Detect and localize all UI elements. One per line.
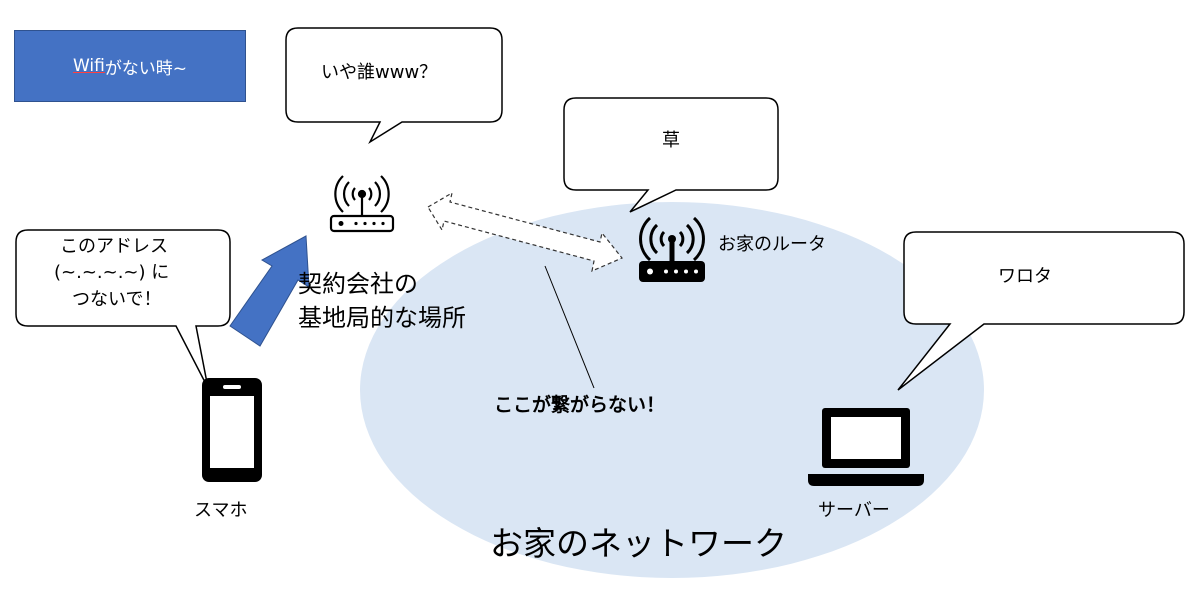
bubble-company-text: いや誰www？ bbox=[321, 62, 438, 83]
router-icon bbox=[329, 175, 395, 233]
router-icon bbox=[639, 216, 705, 282]
double-arrow-icon bbox=[427, 191, 623, 273]
title-box: Wifi がない時~ bbox=[14, 30, 246, 102]
phone-label: スマホ bbox=[194, 500, 248, 521]
smartphone-icon bbox=[202, 378, 262, 482]
problem-label: ここが繋がらない！ bbox=[494, 394, 666, 416]
bubble-phone-line-2: (~.~.~.~) に bbox=[54, 262, 170, 283]
bubble-phone-line-3: つないで！ bbox=[72, 289, 162, 310]
upload-arrow-icon bbox=[229, 235, 310, 347]
callout-line bbox=[544, 265, 595, 389]
bubble-phone-line-1: このアドレス bbox=[60, 236, 168, 257]
speech-bubble-company bbox=[285, 27, 503, 145]
bubble-router-text: 草 bbox=[662, 130, 680, 151]
title-text: がない時~ bbox=[104, 58, 188, 79]
company-label-line-2: 基地局的な場所 bbox=[298, 304, 466, 332]
laptop-icon bbox=[808, 408, 924, 486]
title-wifi-word: Wifi bbox=[72, 56, 105, 76]
speech-bubble-router bbox=[563, 97, 779, 213]
bubble-server-text: ワロタ bbox=[998, 266, 1052, 287]
home-router-label: お家のルータ bbox=[718, 234, 826, 255]
network-label: お家のネットワーク bbox=[490, 524, 787, 563]
speech-bubble-server bbox=[897, 231, 1185, 391]
speech-bubble-phone bbox=[15, 229, 231, 389]
server-label: サーバー bbox=[818, 500, 890, 521]
company-label-line-1: 契約会社の bbox=[298, 270, 418, 298]
